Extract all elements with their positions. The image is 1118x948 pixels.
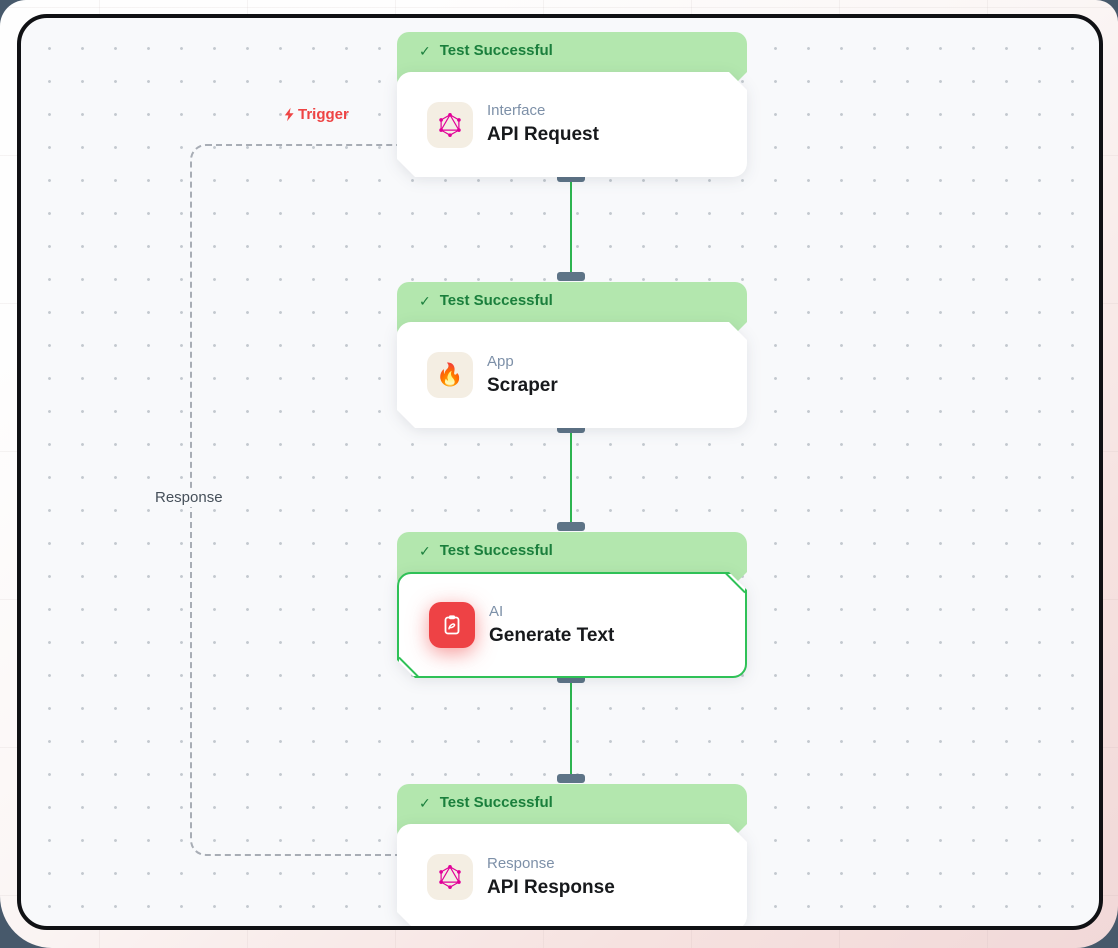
input-handle-api-response[interactable] xyxy=(557,774,585,783)
node-card[interactable]: Interface API Request xyxy=(397,72,747,177)
node-category: App xyxy=(487,352,514,370)
generate-text-icon xyxy=(429,602,475,648)
node-title: API Response xyxy=(487,876,615,898)
trigger-label: Trigger xyxy=(283,106,349,123)
response-label: Response xyxy=(151,488,227,507)
node-card[interactable]: Response API Response xyxy=(397,824,747,930)
node-category: AI xyxy=(489,602,504,620)
status-text: Test Successful xyxy=(439,542,553,559)
input-handle-scraper[interactable] xyxy=(557,272,585,281)
connector-3 xyxy=(570,676,572,778)
input-handle-generate-text[interactable] xyxy=(557,522,585,531)
check-icon: ✓ xyxy=(419,543,431,559)
check-icon: ✓ xyxy=(419,43,431,59)
output-handle-generate-text[interactable] xyxy=(557,674,585,683)
node-card[interactable]: 🔥 App Scraper xyxy=(397,322,747,428)
node-category: Response xyxy=(487,854,555,872)
fire-icon: 🔥 xyxy=(427,352,473,398)
node-title: Generate Text xyxy=(489,624,615,646)
node-category: Interface xyxy=(487,102,546,119)
connector-2 xyxy=(570,426,572,530)
workflow-canvas[interactable]: Trigger Response ✓ Test Successful xyxy=(17,14,1103,930)
node-title: API Request xyxy=(487,124,599,145)
output-handle-api-request[interactable] xyxy=(557,173,585,182)
node-title: Scraper xyxy=(487,374,558,396)
trigger-label-text: Trigger xyxy=(298,106,349,123)
response-label-text: Response xyxy=(155,489,223,506)
graphql-icon xyxy=(427,102,473,148)
connector-1 xyxy=(570,176,572,276)
status-text: Test Successful xyxy=(439,42,553,59)
check-icon: ✓ xyxy=(419,293,431,309)
status-text: Test Successful xyxy=(439,292,553,309)
graphql-icon xyxy=(427,854,473,900)
status-text: Test Successful xyxy=(439,794,553,811)
node-card[interactable]: AI Generate Text xyxy=(397,572,747,678)
output-handle-scraper[interactable] xyxy=(557,424,585,433)
check-icon: ✓ xyxy=(419,795,431,811)
lightning-icon xyxy=(284,107,294,122)
